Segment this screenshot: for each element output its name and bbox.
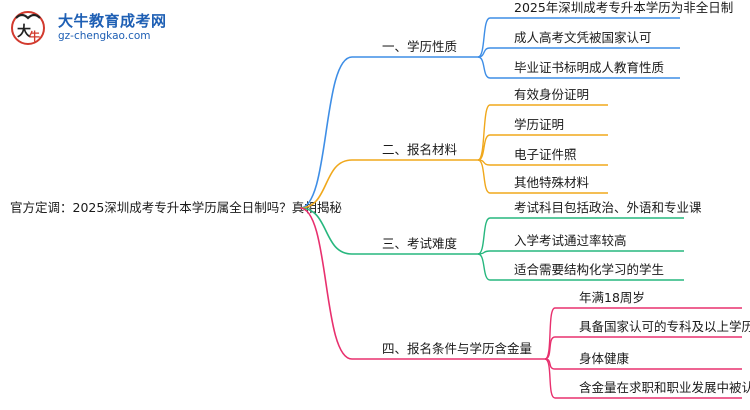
svg-text:牛: 牛 (29, 29, 40, 43)
leaf-label: 身体健康 (579, 351, 630, 366)
leaf-connector (477, 253, 491, 281)
branch-connector (299, 159, 353, 209)
leaf-label: 考试科目包括政治、外语和专业课 (514, 200, 702, 215)
leaf-connector (477, 159, 491, 194)
branch-label: 一、学历性质 (382, 39, 457, 54)
leaf-connector (544, 307, 556, 360)
logo-title: 大牛教育成考网 (58, 12, 167, 30)
leaf-label: 含金量在求职和职业发展中被认可 (579, 380, 750, 395)
leaf-label: 年满18周岁 (579, 290, 645, 305)
branch-connector (299, 207, 353, 255)
leaf-label: 其他特殊材料 (514, 175, 590, 190)
branch-connector (299, 56, 353, 209)
leaf-connector (477, 217, 491, 255)
logo-url: gz-chengkao.com (58, 30, 151, 42)
branch-label: 四、报名条件与学历含金量 (382, 341, 532, 356)
root-topic: 官方定调：2025深圳成考专升本学历属全日制吗？真相揭秘 (10, 200, 342, 215)
branch-label: 二、报名材料 (382, 142, 458, 157)
site-logo: 大 牛 大牛教育成考网 gz-chengkao.com (8, 8, 178, 48)
leaf-label: 毕业证书标明成人教育性质 (514, 60, 664, 75)
leaf-connector (544, 358, 556, 399)
leaf-connector (477, 104, 491, 161)
branch-label: 三、考试难度 (382, 236, 458, 251)
leaf-connector (477, 134, 491, 161)
leaf-label: 学历证明 (514, 117, 564, 132)
svg-text:大: 大 (17, 23, 31, 40)
leaf-label: 具备国家认可的专科及以上学历 (579, 319, 750, 334)
leaf-label: 成人高考文凭被国家认可 (514, 30, 652, 45)
bull-logo-icon: 大 牛 (11, 11, 45, 45)
leaf-label: 适合需要结构化学习的学生 (514, 262, 664, 277)
leaf-label: 2025年深圳成考专升本学历为非全日制 (514, 0, 733, 15)
leaf-label: 入学考试通过率较高 (514, 233, 627, 248)
leaf-connector (477, 56, 491, 79)
leaf-label: 电子证件照 (514, 147, 577, 162)
leaf-label: 有效身份证明 (514, 87, 589, 102)
branch-connector (299, 207, 353, 360)
leaf-connector (544, 336, 556, 360)
leaf-connector (477, 17, 491, 58)
